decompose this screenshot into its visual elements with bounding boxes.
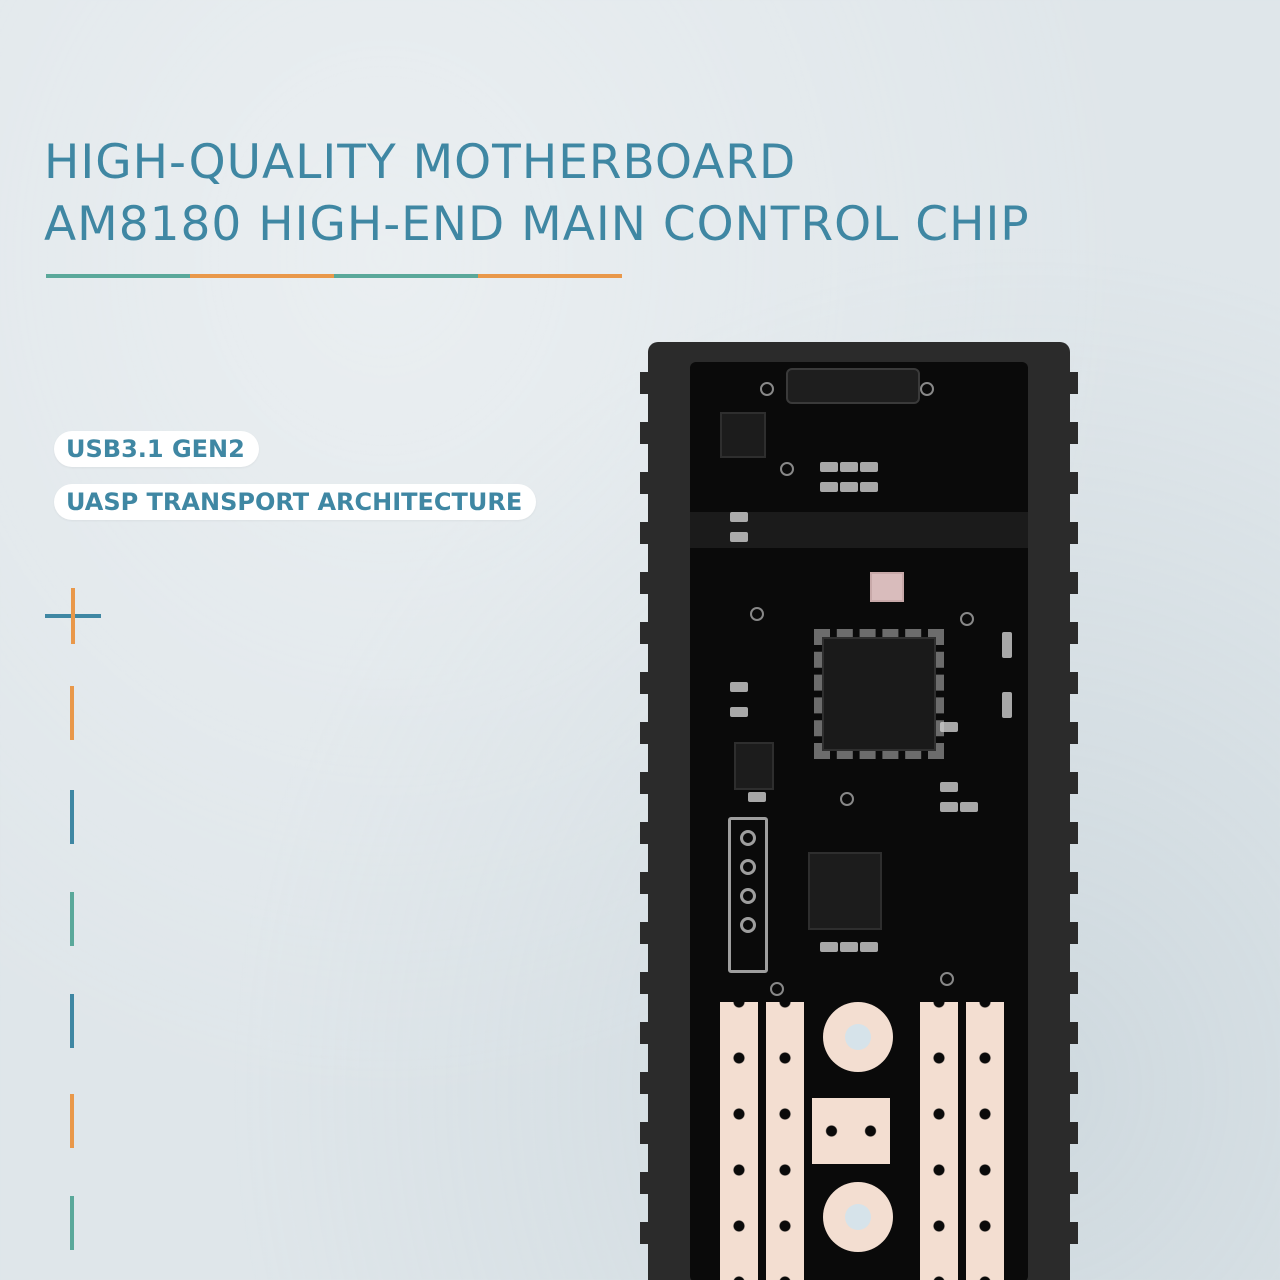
pin-header [728,817,768,973]
headline-line-2: AM8180 HIGH-END MAIN CONTROL CHIP [44,197,1030,252]
decorative-dash [70,790,74,844]
m2-contact-pads [690,1002,1028,1280]
enclosure-ribs-right [1064,372,1078,1272]
enclosure-ribs-left [640,372,654,1272]
circuit-board [690,362,1028,1280]
usb-c-connector [786,368,920,404]
regulator-chip [734,742,774,790]
decorative-dash [70,994,74,1048]
decorative-dash [70,1094,74,1148]
decorative-dash [70,686,74,740]
crystal [870,572,904,602]
decorative-dash [70,1196,74,1250]
flash-chip [808,852,882,930]
am8180-chip [814,629,944,759]
feature-tag-usb: USB3.1 GEN2 [54,431,259,467]
pcb-image [640,342,1078,1280]
headline: HIGH-QUALITY MOTHERBOARD AM8180 HIGH-END… [44,132,1030,256]
headline-line-1: HIGH-QUALITY MOTHERBOARD [44,135,797,190]
plus-icon [45,588,101,644]
feature-tag-uasp: UASP TRANSPORT ARCHITECTURE [54,484,537,520]
headline-underline [46,274,622,278]
power-chip [720,412,766,458]
decorative-dash [70,892,74,946]
